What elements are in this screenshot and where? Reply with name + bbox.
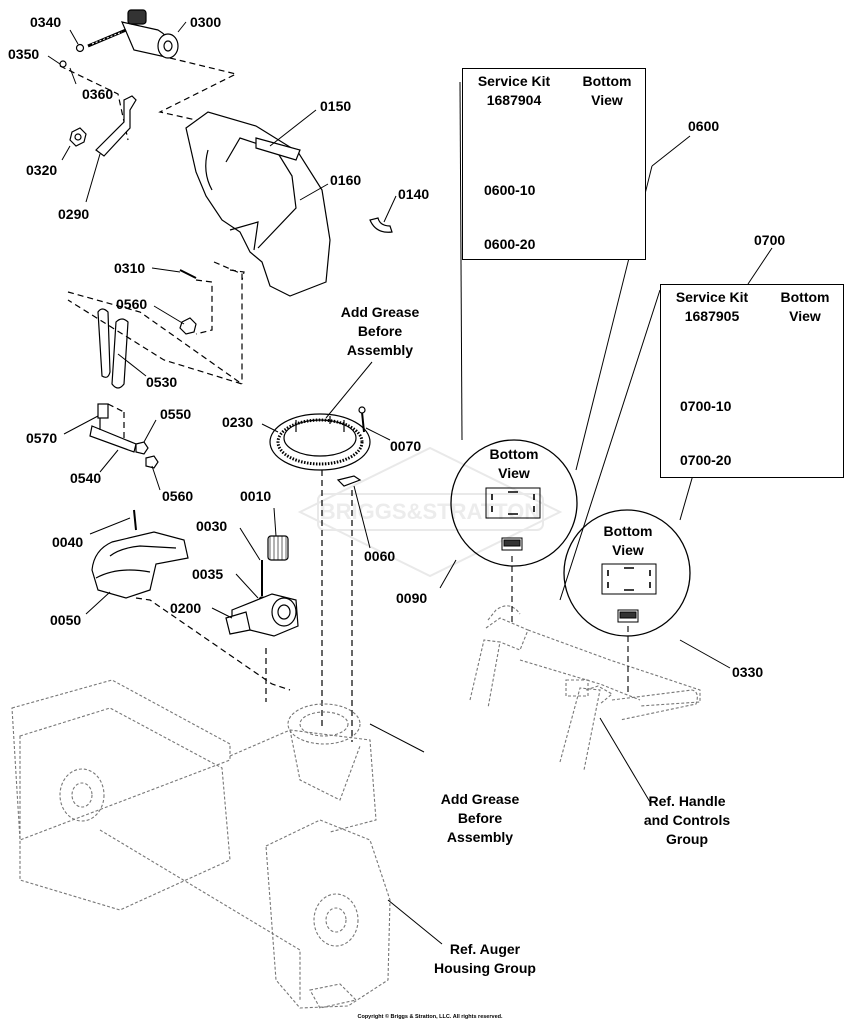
part-label-0560[interactable]: 0560 <box>116 296 148 312</box>
part-label-0340[interactable]: 0340 <box>30 14 62 30</box>
part-label-0560-b[interactable]: 0560 <box>162 488 194 504</box>
service-kit-box-1 <box>462 68 646 260</box>
switch-icon <box>501 537 639 623</box>
part-label-0140[interactable]: 0140 <box>398 186 430 202</box>
part-label-0290[interactable]: 0290 <box>58 206 90 222</box>
svg-text:BRIGGS&STRATTON: BRIGGS&STRATTON <box>320 499 540 524</box>
bottom-view-text: Bottom View <box>603 523 653 558</box>
part-label-0310[interactable]: 0310 <box>114 260 146 276</box>
copyright-text: Copyright © Briggs & Stratton, LLC. All … <box>357 1014 503 1020</box>
part-label-0700-10[interactable]: 0700-10 <box>680 398 732 414</box>
part-label-0570[interactable]: 0570 <box>26 430 58 446</box>
ref-handle-note: Ref. Handle and Controls Group <box>632 792 742 849</box>
part-label-0540[interactable]: 0540 <box>70 470 102 486</box>
clip-part <box>369 217 393 233</box>
handle-reference <box>469 605 701 771</box>
chute-part <box>185 111 331 297</box>
ref-auger-note: Ref. Auger Housing Group <box>420 940 550 978</box>
part-label-0350[interactable]: 0350 <box>8 46 40 62</box>
part-label-0600-10[interactable]: 0600-10 <box>484 182 536 198</box>
add-grease-note-top: Add Grease Before Assembly <box>330 303 430 360</box>
part-label-0600-20[interactable]: 0600-20 <box>484 236 536 252</box>
service-kit-title: Service Kit 1687905 <box>664 288 760 326</box>
kit-bottom-view-label: Bottom View <box>570 72 644 110</box>
part-label-0330[interactable]: 0330 <box>732 664 764 680</box>
part-label-0030[interactable]: 0030 <box>196 518 228 534</box>
part-label-0320[interactable]: 0320 <box>26 162 58 178</box>
note-text: Add Grease Before Assembly <box>440 791 520 845</box>
note-text: Ref. Handle and Controls Group <box>643 793 731 847</box>
part-label-0160[interactable]: 0160 <box>330 172 362 188</box>
kit-bottom-view-label: Bottom View <box>768 288 842 326</box>
cover-part <box>91 509 291 691</box>
part-label-0010[interactable]: 0010 <box>240 488 272 504</box>
plate-part <box>336 475 362 487</box>
gear-ring-part <box>269 406 371 471</box>
bottom-view-text: Bottom View <box>489 446 539 481</box>
part-label-0200[interactable]: 0200 <box>170 600 202 616</box>
part-label-0060[interactable]: 0060 <box>364 548 396 564</box>
kit-view-text: Bottom View <box>780 289 830 324</box>
add-grease-note-bottom: Add Grease Before Assembly <box>430 790 530 847</box>
part-label-0070[interactable]: 0070 <box>390 438 422 454</box>
part-label-0035[interactable]: 0035 <box>192 566 224 582</box>
bottom-view-label: Bottom View <box>474 445 554 483</box>
auger-housing-reference <box>11 679 391 1009</box>
kit-title-text: Service Kit 1687904 <box>477 73 551 108</box>
bracket-part <box>69 95 137 157</box>
part-label-0230[interactable]: 0230 <box>222 414 254 430</box>
gear-motor-part <box>225 535 299 637</box>
note-text: Ref. Auger Housing Group <box>434 941 536 976</box>
service-kit-box-2 <box>660 284 844 478</box>
motor-part <box>59 9 179 68</box>
part-label-0700[interactable]: 0700 <box>754 232 786 248</box>
bottom-view-label: Bottom View <box>588 522 668 560</box>
part-label-0050[interactable]: 0050 <box>50 612 82 628</box>
part-label-0700-20[interactable]: 0700-20 <box>680 452 732 468</box>
part-label-0090[interactable]: 0090 <box>396 590 428 606</box>
part-label-0360[interactable]: 0360 <box>82 86 114 102</box>
part-label-0550[interactable]: 0550 <box>160 406 192 422</box>
watermark-logo: BRIGGS&STRATTON <box>297 446 563 578</box>
note-text: Add Grease Before Assembly <box>340 304 420 358</box>
part-label-0300[interactable]: 0300 <box>190 14 222 30</box>
kit-title-text: Service Kit 1687905 <box>675 289 749 324</box>
service-kit-title: Service Kit 1687904 <box>466 72 562 110</box>
kit-view-text: Bottom View <box>582 73 632 108</box>
spring-part <box>67 291 243 389</box>
part-label-0530[interactable]: 0530 <box>146 374 178 390</box>
part-label-0040[interactable]: 0040 <box>52 534 84 550</box>
part-label-0150[interactable]: 0150 <box>320 98 352 114</box>
part-label-0600[interactable]: 0600 <box>688 118 720 134</box>
latch-bracket-part <box>89 403 159 469</box>
